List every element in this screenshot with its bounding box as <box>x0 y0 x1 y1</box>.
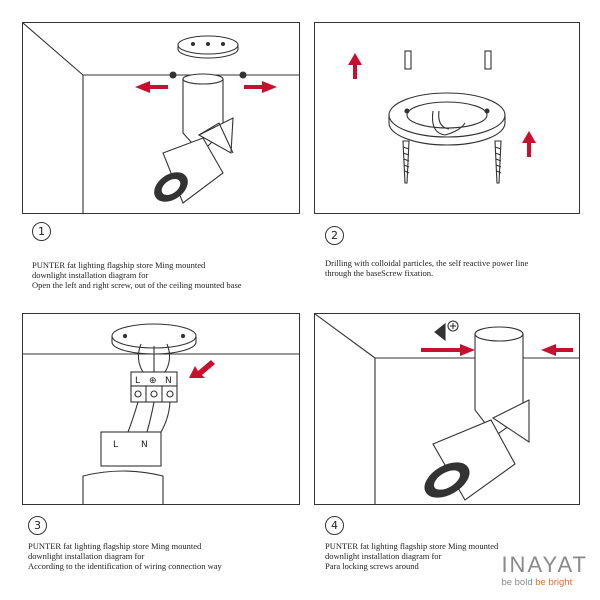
step-3-caption: PUNTER fat lighting flagship store Ming … <box>28 541 222 571</box>
ceiling-edge-line <box>315 314 375 358</box>
ceiling-edge-line <box>23 23 83 75</box>
step-3-arrows <box>189 360 215 378</box>
brand-logo: INAYAT be bold be bright <box>501 553 588 589</box>
arrow-up-left <box>348 53 362 79</box>
tagline-part-2: be bright <box>535 577 572 588</box>
arrow-right <box>244 81 277 93</box>
step-1-panel <box>22 22 300 214</box>
step-1-caption: PUNTER fat lighting flagship store Ming … <box>32 260 242 290</box>
step-1-number: 1 <box>32 222 51 241</box>
wire <box>138 344 143 372</box>
brand-tagline: be bold be bright <box>501 577 588 589</box>
caption-line: Drilling with colloidal particles, the s… <box>325 258 528 268</box>
lamp-body <box>83 471 163 504</box>
caption-line: downlight installation diagram for <box>28 551 222 561</box>
caption-line: downlight installation diagram for <box>325 551 498 561</box>
caption-line: through the baseScrew fixation. <box>325 268 528 278</box>
caption-line: Para locking screws around <box>325 561 498 571</box>
lamp-label-l: L <box>113 440 118 450</box>
terminal-label-ground: ⊕ <box>149 376 157 386</box>
arrow-left <box>541 344 573 356</box>
base-plate <box>389 93 505 137</box>
arrow-diagonal <box>189 360 215 378</box>
caption-line: PUNTER fat lighting flagship store Ming … <box>32 260 242 270</box>
terminal-block <box>131 386 177 402</box>
step-2-panel <box>314 22 580 214</box>
arrow-up-right <box>522 131 536 157</box>
tagline-part-1: be bold <box>501 577 535 588</box>
arrow-right <box>421 344 475 356</box>
caption-line: Open the left and right screw, out of th… <box>32 280 242 290</box>
caption-line: According to the identification of wirin… <box>28 561 222 571</box>
wall-plug-right <box>485 51 491 69</box>
driver-box <box>101 432 161 466</box>
step-3-panel: L ⊕ N L N <box>22 313 300 505</box>
brand-name: INAYAT <box>501 553 588 577</box>
terminal-label-l: L <box>135 376 140 386</box>
step-4-panel <box>314 313 580 505</box>
step-1-illustration <box>23 23 299 213</box>
terminal-label-n: N <box>165 376 172 386</box>
caption-line: PUNTER fat lighting flagship store Ming … <box>325 541 498 551</box>
step-4-caption: PUNTER fat lighting flagship store Ming … <box>325 541 498 571</box>
arrow-left <box>135 81 168 93</box>
step-4-number: 4 <box>325 516 344 535</box>
step-3-illustration: L ⊕ N L N <box>23 314 299 504</box>
step-2-number: 2 <box>325 226 344 245</box>
step-3-number: 3 <box>28 516 47 535</box>
step-2-illustration <box>315 23 579 213</box>
caption-line: PUNTER fat lighting flagship store Ming … <box>28 541 222 551</box>
caption-line: downlight installation diagram for <box>32 270 242 280</box>
wall-plug-left <box>405 51 411 69</box>
lamp-label-n: N <box>141 440 148 450</box>
step-2-caption: Drilling with colloidal particles, the s… <box>325 258 528 278</box>
step-4-illustration <box>315 314 579 504</box>
